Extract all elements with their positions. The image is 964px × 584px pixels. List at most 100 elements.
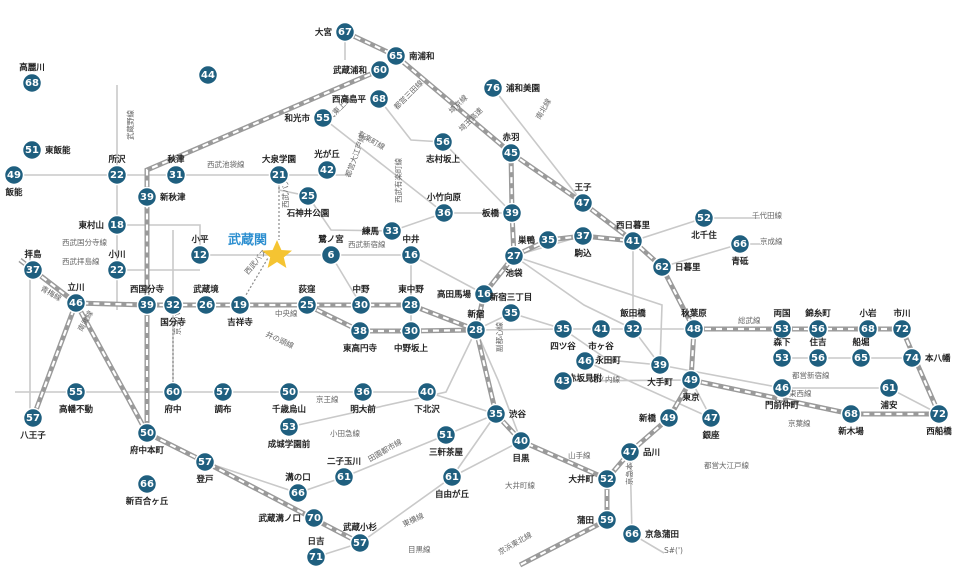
minutes-badge bbox=[278, 416, 300, 438]
minutes-value: 57 bbox=[198, 457, 212, 468]
station-name: 小岩 bbox=[858, 308, 877, 319]
station-name: 東飯能 bbox=[45, 145, 71, 156]
station-name: 蒲田 bbox=[577, 515, 594, 526]
station-name: 錦糸町 bbox=[804, 308, 831, 319]
station-name: 高麗川 bbox=[19, 62, 45, 73]
station-name: 東高円寺 bbox=[343, 343, 378, 354]
station-name: 市川 bbox=[893, 308, 910, 319]
line-label-fukutoshin: 副都心線 bbox=[494, 322, 504, 352]
minutes-badge bbox=[400, 244, 422, 266]
station-name: 中野 bbox=[352, 284, 370, 295]
minutes-badge bbox=[621, 523, 643, 545]
minutes-value: 38 bbox=[353, 326, 367, 337]
minutes-badge bbox=[500, 302, 522, 324]
minutes-badge bbox=[278, 381, 300, 403]
minutes-value: 6 bbox=[328, 250, 335, 261]
footnote: S#(') bbox=[664, 546, 683, 555]
minutes-badge bbox=[136, 294, 158, 316]
minutes-badge bbox=[857, 318, 879, 340]
minutes-value: 35 bbox=[541, 235, 555, 246]
minutes-badge bbox=[287, 482, 309, 504]
minutes-badge bbox=[22, 407, 44, 429]
minutes-value: 53 bbox=[282, 422, 296, 433]
station-name: 巣鴨 bbox=[517, 235, 536, 246]
minutes-value: 68 bbox=[25, 78, 39, 89]
minutes-value: 35 bbox=[489, 409, 503, 420]
minutes-value: 66 bbox=[291, 488, 305, 499]
station-name: 練馬 bbox=[362, 226, 380, 237]
minutes-value: 76 bbox=[486, 83, 500, 94]
station-tameikesanno: 43 bbox=[552, 370, 574, 392]
station-name: 赤羽 bbox=[502, 132, 519, 143]
minutes-badge bbox=[352, 381, 374, 403]
minutes-badge bbox=[136, 473, 158, 495]
line-label-yamanote: 山手線 bbox=[568, 450, 591, 460]
minutes-value: 41 bbox=[626, 236, 640, 247]
minutes-value: 26 bbox=[199, 300, 213, 311]
minutes-value: 33 bbox=[385, 226, 399, 237]
minutes-value: 47 bbox=[576, 198, 590, 209]
rail-line bbox=[513, 255, 663, 366]
jr-line-dash bbox=[519, 479, 609, 566]
station-name: 小竹向原 bbox=[426, 192, 462, 203]
line-label-namboku: 南北線 bbox=[533, 96, 553, 121]
line-label-keio-bus: 京王バス bbox=[172, 305, 182, 335]
minutes-badge bbox=[622, 230, 644, 252]
station-name: 秋津 bbox=[166, 154, 185, 165]
station-name: 目黒 bbox=[512, 453, 530, 464]
minutes-value: 28 bbox=[404, 300, 418, 311]
minutes-value: 71 bbox=[309, 552, 323, 563]
line-label-toyoko: 東横線 bbox=[401, 510, 426, 529]
minutes-badge bbox=[473, 283, 495, 305]
minutes-value: 35 bbox=[504, 308, 518, 319]
minutes-badge bbox=[312, 107, 334, 129]
line-label-marunouchi: 丸ノ内線 bbox=[590, 374, 620, 384]
minutes-badge bbox=[385, 45, 407, 67]
station-name: 飯田橋 bbox=[619, 308, 646, 319]
minutes-value: 22 bbox=[110, 265, 124, 276]
minutes-value: 47 bbox=[623, 447, 637, 458]
station-takasu: 44 bbox=[197, 64, 219, 86]
station-name: 大宮 bbox=[315, 27, 333, 38]
minutes-value: 52 bbox=[600, 474, 614, 485]
station-name: 秋葉原 bbox=[680, 308, 707, 319]
minutes-badge bbox=[136, 186, 158, 208]
station-name: 西日暮里 bbox=[616, 220, 651, 231]
minutes-badge bbox=[197, 64, 219, 86]
minutes-badge bbox=[320, 244, 342, 266]
minutes-value: 66 bbox=[733, 239, 747, 250]
minutes-badge bbox=[400, 320, 422, 342]
station-name: 西高島平 bbox=[332, 94, 367, 105]
station-name: 千歳烏山 bbox=[272, 404, 306, 415]
station-higashikoenji: 38 東高円寺 bbox=[343, 320, 378, 354]
station-name: 門前仲町 bbox=[765, 400, 800, 411]
minutes-value: 57 bbox=[216, 387, 230, 398]
station-nishinippori: 41 西日暮里 bbox=[616, 220, 651, 252]
minutes-value: 61 bbox=[337, 472, 351, 483]
minutes-badge bbox=[680, 369, 702, 391]
minutes-badge bbox=[432, 131, 454, 153]
line-label-toei-shinjuku: 都営新宿線 bbox=[792, 370, 830, 380]
station-name: 新橋 bbox=[639, 413, 657, 424]
